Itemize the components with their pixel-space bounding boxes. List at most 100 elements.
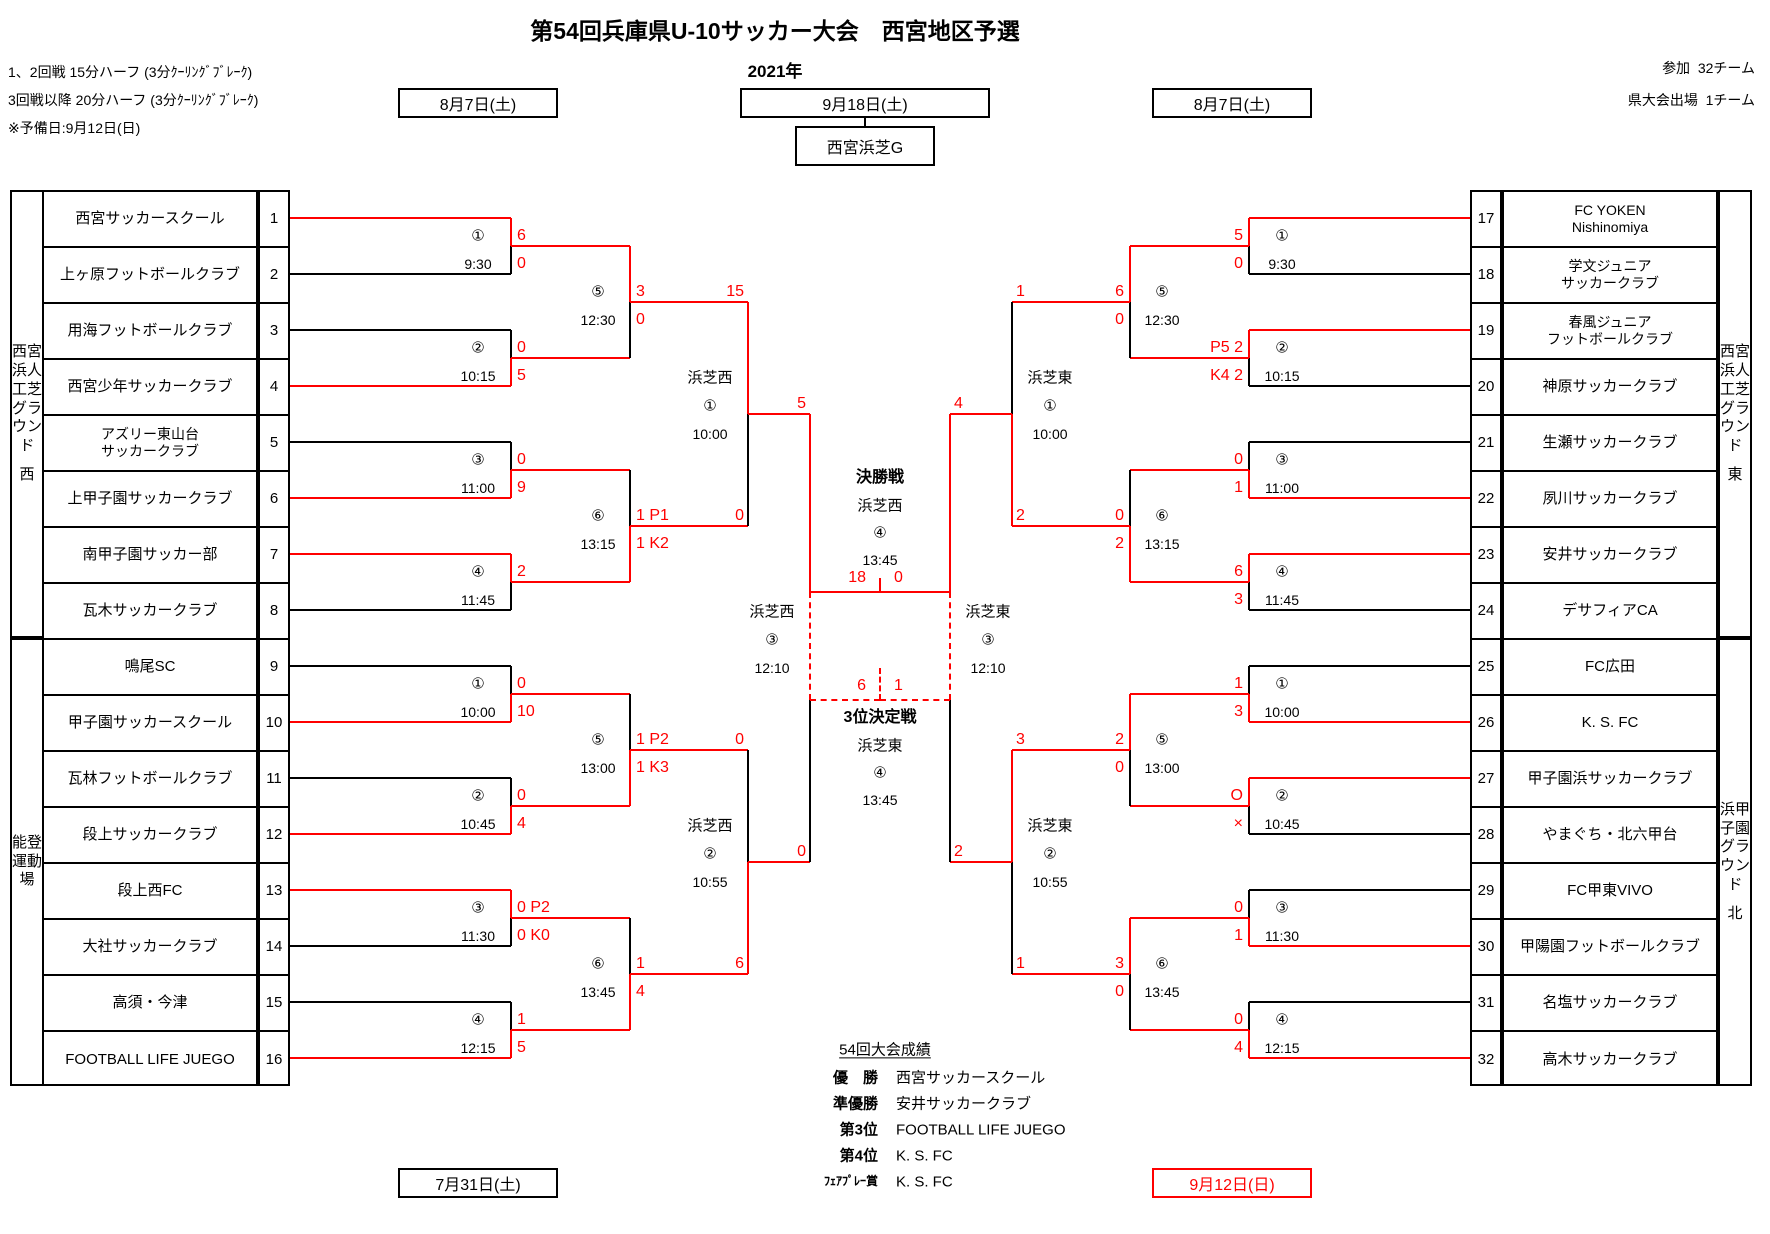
- match-time: 9:30: [1268, 255, 1296, 272]
- winner-line: [1130, 1029, 1249, 1031]
- team-number-cell: 17: [1472, 192, 1500, 248]
- match-score: 0: [636, 310, 645, 328]
- match-number: ③: [1275, 899, 1289, 917]
- match-number: ①: [1275, 227, 1289, 245]
- bracket-line: [1248, 582, 1250, 610]
- match-time: 12:30: [1144, 311, 1180, 328]
- match-score: 1: [517, 1010, 526, 1028]
- team-number-cell: 20: [1472, 360, 1500, 416]
- final-line: [880, 591, 950, 593]
- winner-line: [630, 973, 748, 975]
- team-number-cell: 25: [1472, 640, 1500, 696]
- bracket-line: [510, 218, 512, 246]
- match-score: 0 K0: [517, 926, 550, 944]
- match-score: 0: [517, 450, 526, 468]
- winner-line: [511, 245, 630, 247]
- team-line: [1249, 217, 1470, 219]
- match-score: 3: [1016, 730, 1025, 748]
- quarterfinal-venue: 浜芝西: [687, 369, 733, 387]
- team-number-cell: 3: [260, 304, 288, 360]
- venue-label-right-bottom: 浜甲子園グラウンド 北: [1718, 638, 1752, 1086]
- semifinal-venue: 浜芝西: [749, 603, 795, 621]
- match-score: 3: [1115, 954, 1124, 972]
- team-number-cell: 21: [1472, 416, 1500, 472]
- left-team-table: 西宮サッカースクール上ヶ原フットボールクラブ用海フットボールクラブ西宮少年サッカ…: [42, 190, 258, 1086]
- bracket-line: [747, 862, 749, 974]
- results-value-third: FOOTBALL LIFE JUEGO: [896, 1121, 1066, 1139]
- match-time: 10:45: [460, 815, 496, 832]
- bracket-line: [510, 330, 512, 358]
- team-number-cell: 2: [260, 248, 288, 304]
- bracket-line: [1248, 246, 1250, 274]
- match-time: 10:00: [1032, 425, 1068, 442]
- match-score: 6: [517, 226, 526, 244]
- match-time: 10:45: [1264, 815, 1300, 832]
- bracket-line: [510, 442, 512, 470]
- winner-line: [511, 917, 630, 919]
- bracket-line: [510, 890, 512, 918]
- bracket-line: [629, 694, 631, 750]
- results-label-runnerup: 準優勝: [832, 1095, 878, 1113]
- bracket-line: [1248, 218, 1250, 246]
- qualifier-note: 県大会出場 1チーム: [1627, 91, 1755, 108]
- match-score: 6: [1234, 562, 1243, 580]
- bracket-line: [1248, 442, 1250, 470]
- semifinal-venue: 浜芝東: [965, 603, 1011, 621]
- match-time: 9:30: [464, 255, 492, 272]
- third-place-dashed-line: [809, 592, 811, 700]
- quarterfinal-venue: 浜芝東: [1027, 817, 1073, 835]
- match-score: 6: [735, 954, 744, 972]
- match-number: ②: [1275, 339, 1289, 357]
- match-number: ⑥: [1155, 955, 1169, 973]
- team-name-cell: アズリー東山台 サッカークラブ: [44, 416, 256, 472]
- match-score: 2: [1115, 730, 1124, 748]
- date-box-top-center: 9月18日(土): [740, 88, 990, 118]
- match-score: 1: [1016, 282, 1025, 300]
- match-time: 10:00: [460, 703, 496, 720]
- team-name-cell: 鳴尾SC: [44, 640, 256, 696]
- team-number-cell: 32: [1477, 1051, 1495, 1068]
- semifinal-score: 5: [797, 394, 806, 412]
- team-line: [290, 441, 511, 443]
- team-line: [290, 329, 511, 331]
- match-number: ③: [765, 631, 779, 649]
- team-line: [290, 665, 511, 667]
- match-score: 0: [517, 338, 526, 356]
- year-label: 2021年: [747, 62, 803, 82]
- team-number-cell: 28: [1472, 808, 1500, 864]
- team-line: [290, 273, 511, 275]
- match-score: 1 K2: [636, 534, 669, 552]
- match-number: ②: [471, 339, 485, 357]
- winner-line: [950, 413, 1012, 415]
- venue-label-left-bottom: 能登運動場: [10, 638, 44, 1086]
- match-time: 12:15: [460, 1039, 496, 1056]
- winner-line: [1012, 525, 1130, 527]
- bracket-line: [510, 582, 512, 610]
- semifinal-score: 0: [797, 842, 806, 860]
- match-time: 13:45: [1144, 983, 1180, 1000]
- bracket-line: [949, 414, 951, 592]
- bracket-line: [1011, 750, 1013, 862]
- match-score: 0: [1115, 310, 1124, 328]
- bracket-line: [629, 246, 631, 302]
- date-box-top-right: 8月7日(土): [1152, 88, 1312, 118]
- match-number: ⑤: [591, 283, 605, 301]
- rules-note-2: 3回戦以降 20分ハーフ (3分ｸｰﾘﾝｸﾞﾌﾞﾚｰｸ): [8, 91, 259, 108]
- team-number-cell: 4: [260, 360, 288, 416]
- venue-label-text: 西宮浜人工芝グラウンド: [1719, 343, 1750, 455]
- team-number-cell: 13: [260, 864, 288, 920]
- team-number-cell: 8: [260, 584, 288, 640]
- third-place-score-right: 1: [894, 676, 903, 694]
- match-score: 1 K3: [636, 758, 669, 776]
- team-name-cell: 高木サッカークラブ: [1542, 1051, 1678, 1068]
- team-number-cell: 22: [1472, 472, 1500, 528]
- bracket-line: [1248, 330, 1250, 358]
- team-name-cell: K. S. FC: [1504, 696, 1716, 752]
- match-time: 12:15: [1264, 1039, 1300, 1056]
- match-score: 3: [636, 282, 645, 300]
- team-number-cell: 31: [1472, 976, 1500, 1032]
- bracket-line: [629, 302, 631, 358]
- bracket-line: [510, 470, 512, 498]
- bracket-line: [1011, 302, 1013, 414]
- match-number: ⑥: [1155, 507, 1169, 525]
